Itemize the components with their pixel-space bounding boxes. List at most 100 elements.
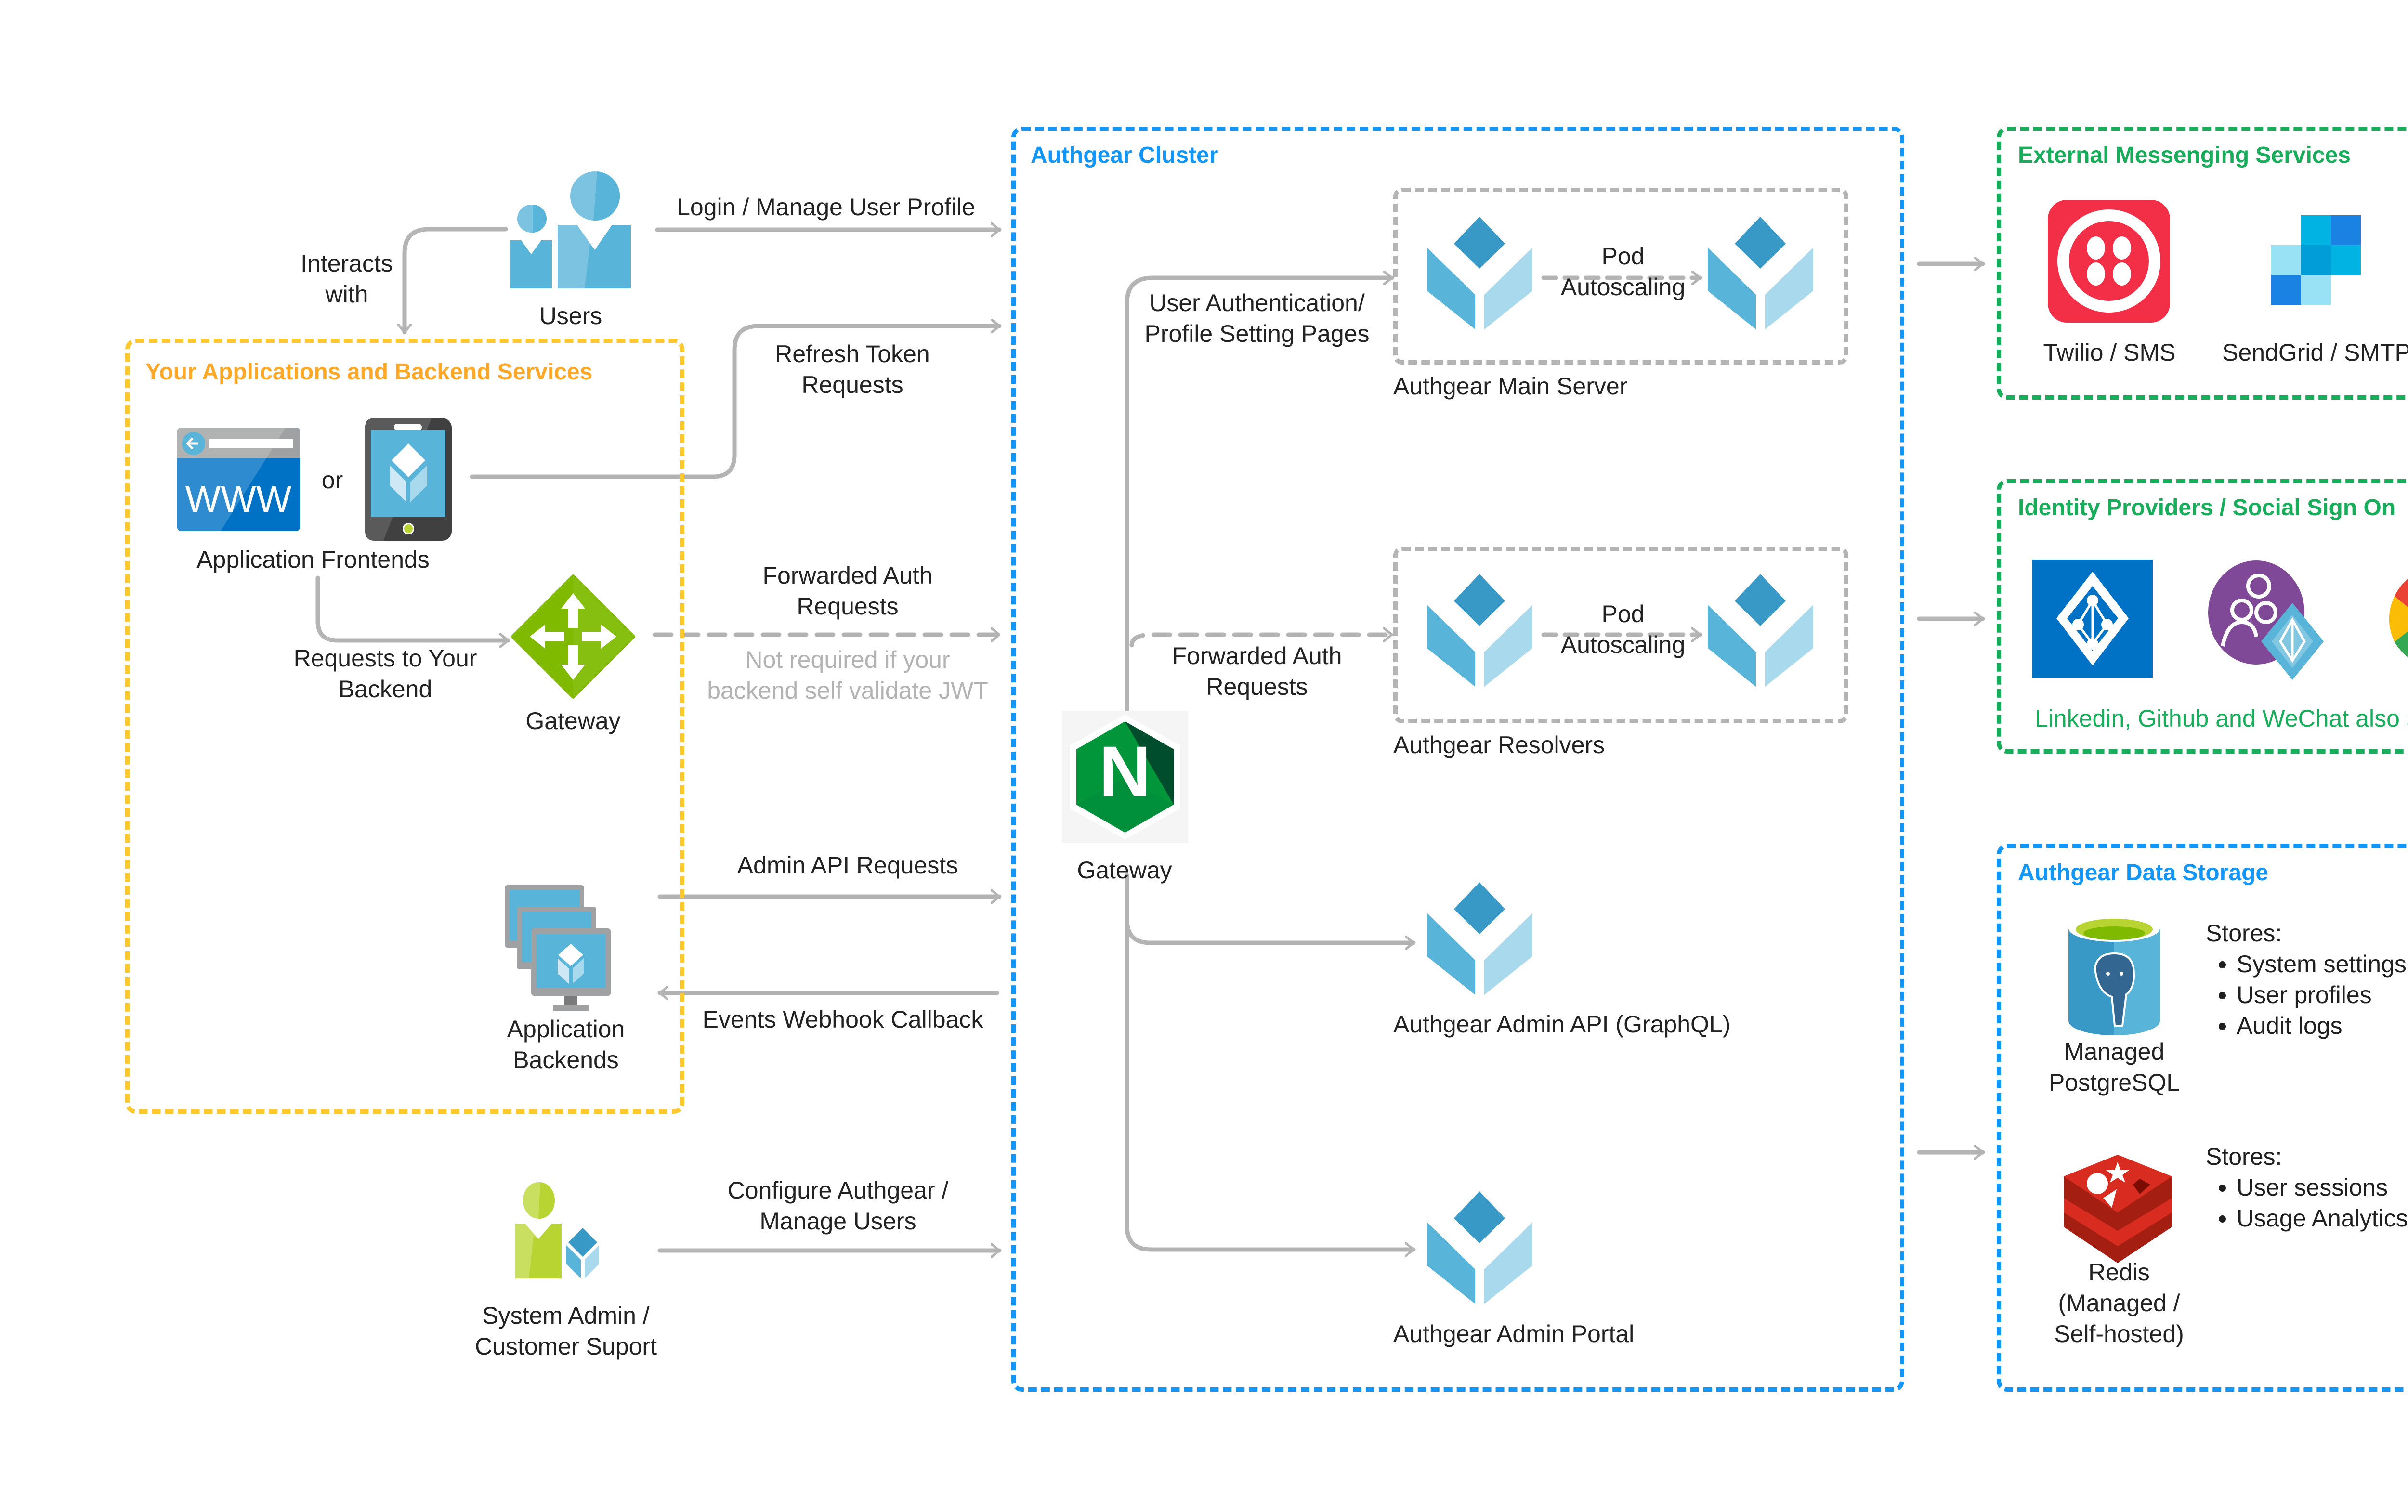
backends-line-1: Application — [507, 1016, 625, 1043]
your-gateway-label: Gateway — [525, 707, 621, 734]
postgresql-label: Managed PostgreSQL — [2023, 1036, 2206, 1098]
main-server-pod-icon — [1427, 217, 1532, 329]
requests-to-backend-line-2: Backend — [338, 676, 432, 703]
edge-refresh-token — [470, 326, 1002, 479]
redis-stores: Stores: User sessions Usage Analytics — [2206, 1141, 2408, 1234]
backends-line-2: Backends — [513, 1046, 619, 1073]
not-required-note: Not required if your backend self valida… — [694, 644, 1002, 706]
forwarded-auth-outer-line-1: Forwarded Auth — [762, 562, 933, 589]
identity-note: Linkedin, Github and WeChat also support… — [2035, 705, 2408, 732]
storage-title: Authgear Data Storage — [2018, 860, 2269, 886]
edge-gateway-resolvers — [1129, 635, 1394, 648]
autoscaling-line-2: Autoscaling — [1560, 631, 1686, 658]
resolvers-label: Authgear Resolvers — [1393, 731, 1605, 758]
admin-portal-label: Authgear Admin Portal — [1393, 1320, 1635, 1347]
pod-autoscaling-resolvers-label: Pod Autoscaling — [1541, 599, 1705, 660]
resolvers-pod-group — [1393, 547, 1848, 723]
cluster-gateway-label: Gateway — [1077, 857, 1172, 884]
google-icon — [2389, 578, 2408, 657]
messaging-title: External Messenging Services — [2018, 143, 2351, 168]
www-text: WWW — [185, 478, 292, 520]
postgres-line-2: PostgreSQL — [2048, 1069, 2180, 1096]
twilio-label: Twilio / SMS — [2043, 339, 2176, 366]
redis-label: Redis (Managed / Self-hosted) — [2035, 1257, 2203, 1349]
events-webhook-label: Events Webhook Callback — [702, 1006, 983, 1033]
admin-portal-icon — [1427, 1191, 1532, 1304]
pod-autoscaling-main-label: Pod Autoscaling — [1541, 241, 1705, 302]
edge-requests-to-backend — [315, 575, 510, 640]
configure-line-1: Configure Authgear / — [727, 1177, 949, 1204]
users-icon — [510, 171, 631, 288]
autoscaling-line-2: Autoscaling — [1560, 274, 1686, 300]
refresh-token-line-2: Requests — [801, 371, 903, 398]
edge-gateway-admin-portal — [1125, 912, 1416, 1250]
admin-api-icon — [1427, 882, 1532, 995]
login-manage-label: Login / Manage User Profile — [677, 194, 975, 221]
system-admin-icon — [515, 1182, 599, 1278]
system-admin-line-1: System Admin / — [482, 1302, 650, 1329]
pod-line-1: Pod — [1601, 600, 1645, 627]
redis-icon — [2064, 1155, 2172, 1263]
edge-interacts-with — [405, 227, 508, 335]
nginx-gateway-icon: N — [1062, 711, 1188, 843]
main-server-pod-scaled-icon — [1708, 217, 1813, 329]
pod-line-1: Pod — [1601, 243, 1645, 270]
mobile-app-icon — [365, 418, 452, 541]
application-backends-label: Application Backends — [486, 1014, 645, 1075]
main-server-pod-group — [1393, 188, 1848, 365]
refresh-token-line-1: Refresh Token — [775, 340, 930, 367]
web-browser-icon: WWW — [177, 428, 300, 531]
resolvers-pod-scaled-icon — [1708, 574, 1813, 687]
stores-title: Stores: — [2206, 920, 2282, 947]
system-admin-label: System Admin / Customer Suport — [462, 1300, 669, 1362]
stores-item: User sessions — [2237, 1172, 2408, 1203]
user-auth-pages-label: User Authentication/ Profile Setting Pag… — [1137, 287, 1377, 349]
not-required-line-2: backend self validate JWT — [707, 677, 988, 704]
application-frontends-label: Application Frontends — [196, 546, 430, 573]
azure-ad-icon — [2032, 560, 2153, 678]
authgear-cluster-title: Authgear Cluster — [1031, 143, 1218, 168]
admin-api-label: Authgear Admin API (GraphQL) — [1393, 1011, 1731, 1038]
not-required-line-1: Not required if your — [745, 646, 950, 673]
main-server-label: Authgear Main Server — [1393, 373, 1628, 400]
edge-gateway-trunk — [1125, 278, 1394, 715]
requests-to-backend-line-1: Requests to Your — [293, 645, 477, 672]
resolvers-pod-icon — [1427, 574, 1532, 687]
user-auth-pages-line-1: User Authentication/ — [1149, 289, 1365, 316]
users-label: Users — [539, 302, 602, 329]
system-admin-line-2: Customer Suport — [475, 1333, 657, 1360]
stores-title: Stores: — [2206, 1143, 2282, 1170]
configure-authgear-label: Configure Authgear / Manage Users — [694, 1175, 982, 1237]
redis-line-3: Self-hosted) — [2054, 1320, 2184, 1347]
sendgrid-label: SendGrid / SMTP — [2222, 339, 2408, 366]
requests-to-backend-label: Requests to Your Backend — [279, 643, 491, 704]
user-auth-pages-line-2: Profile Setting Pages — [1144, 320, 1370, 347]
gateway-icon — [511, 574, 635, 699]
configure-line-2: Manage Users — [759, 1208, 916, 1235]
interacts-with-line-1: Interacts — [301, 250, 393, 277]
forwarded-auth-inner-label: Forwarded Auth Requests — [1156, 640, 1358, 702]
refresh-token-label: Refresh Token Requests — [751, 339, 954, 400]
postgresql-icon — [2068, 915, 2160, 1035]
authgear-cluster-group — [1011, 127, 1904, 1392]
your-applications-group — [125, 339, 684, 1114]
redis-line-2: (Managed / — [2058, 1290, 2180, 1316]
stores-item: User profiles — [2237, 979, 2407, 1010]
twilio-icon — [2048, 200, 2170, 323]
interacts-with-label: Interacts with — [270, 248, 424, 310]
admin-api-requests-label: Admin API Requests — [737, 852, 958, 879]
azure-ad-b2c-icon — [2208, 560, 2324, 680]
identity-title: Identity Providers / Social Sign On — [2018, 495, 2396, 521]
forwarded-auth-inner-line-1: Forwarded Auth — [1172, 642, 1342, 669]
forwarded-auth-outer-label: Forwarded Auth Requests — [742, 560, 954, 622]
or-label: or — [321, 467, 343, 494]
identity-group — [1997, 479, 2408, 754]
stores-item: Usage Analytics — [2237, 1203, 2408, 1234]
stores-item: Audit logs — [2237, 1010, 2407, 1041]
forwarded-auth-inner-line-2: Requests — [1206, 673, 1308, 700]
postgresql-stores: Stores: System settings User profiles Au… — [2206, 918, 2407, 1041]
sendgrid-icon — [2271, 215, 2361, 305]
interacts-with-line-2: with — [325, 281, 368, 308]
messaging-group — [1997, 127, 2408, 400]
your-applications-title: Your Applications and Backend Services — [145, 359, 593, 385]
